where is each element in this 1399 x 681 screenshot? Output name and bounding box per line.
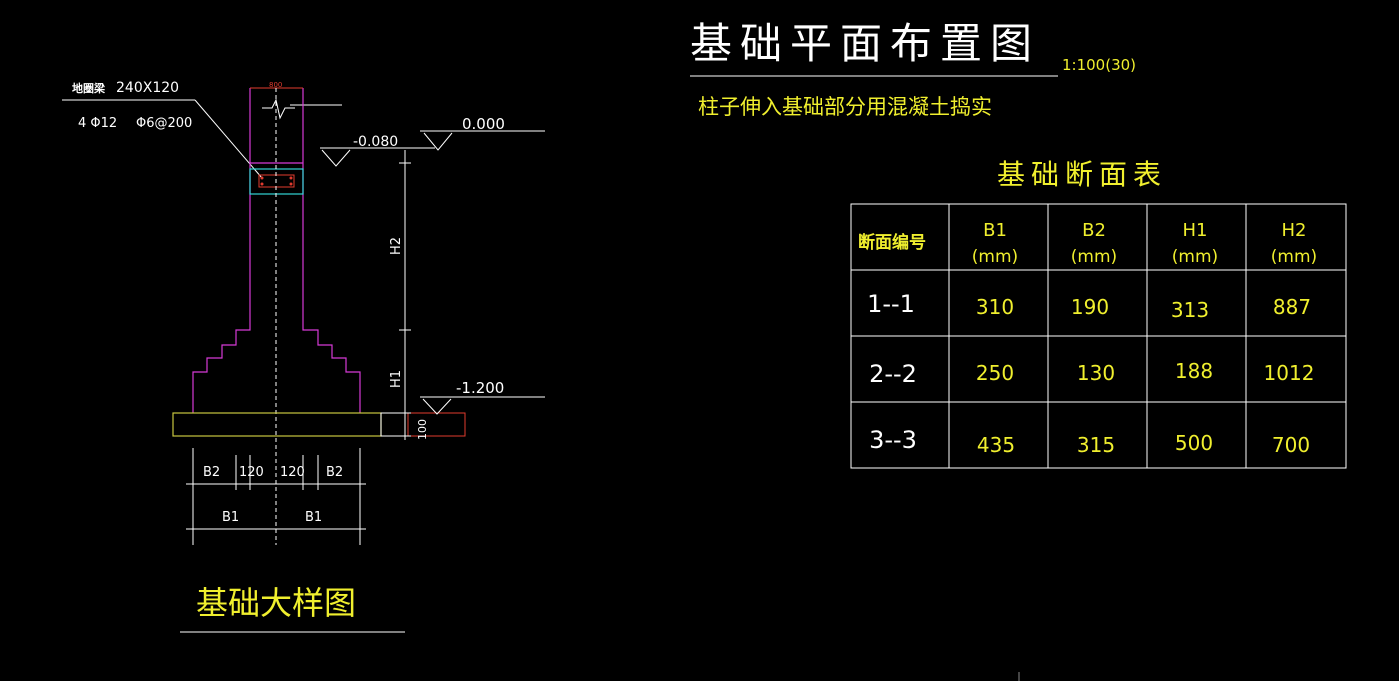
table-cell: 500 bbox=[1175, 431, 1213, 455]
header-h2: H2 bbox=[1282, 220, 1307, 241]
table-cell: 700 bbox=[1272, 433, 1310, 457]
wall-width-dim: 800 bbox=[269, 81, 282, 89]
table-cell: 1012 bbox=[1264, 361, 1315, 385]
elev-bottom: -1.200 bbox=[456, 379, 504, 397]
header-h2-unit: (mm) bbox=[1271, 247, 1317, 267]
table-cell: 190 bbox=[1071, 295, 1109, 319]
elev-top: 0.000 bbox=[462, 115, 505, 133]
table-cell: 3--3 bbox=[869, 426, 917, 454]
header-b2: B2 bbox=[1082, 220, 1106, 241]
plan-title: 基础平面布置图 bbox=[690, 19, 1040, 68]
vertical-dimensions bbox=[399, 150, 411, 440]
header-b2-unit: (mm) bbox=[1071, 247, 1117, 267]
table-cell: 188 bbox=[1175, 359, 1213, 383]
table-cell: 435 bbox=[977, 433, 1015, 457]
wall-outline bbox=[192, 88, 361, 413]
header-b1-unit: (mm) bbox=[972, 247, 1018, 267]
beam-size: 240X120 bbox=[116, 80, 179, 96]
horizontal-dimensions bbox=[186, 448, 366, 545]
table-cell: 310 bbox=[976, 295, 1014, 319]
dim-h1: H1 bbox=[389, 370, 404, 388]
stirrups: Φ6@200 bbox=[136, 116, 192, 131]
dim-b1-right: B1 bbox=[305, 510, 322, 525]
header-h1-unit: (mm) bbox=[1172, 247, 1218, 267]
table-cell: 315 bbox=[1077, 433, 1115, 457]
table-cell: 250 bbox=[976, 361, 1014, 385]
dim-b1-left: B1 bbox=[222, 510, 239, 525]
plan-scale: 1:100(30) bbox=[1062, 56, 1136, 74]
section-table: 基础断面表 断面编号 B1 (mm) B2 (mm) H1 (mm) H2 (m… bbox=[850, 158, 1347, 469]
table-cell: 2--2 bbox=[869, 360, 917, 388]
table-cell: 313 bbox=[1171, 298, 1209, 322]
dim-slab: 100 bbox=[416, 419, 429, 440]
plan-note: 柱子伸入基础部分用混凝土捣实 bbox=[698, 95, 992, 119]
dim-120-right: 120 bbox=[280, 465, 305, 480]
dim-120-left: 120 bbox=[239, 465, 264, 480]
header-h1: H1 bbox=[1183, 220, 1208, 241]
detail-title: 基础大样图 bbox=[196, 584, 356, 622]
foundation-detail: 地圈梁 240X120 4 Φ12 Φ6@200 800 bbox=[62, 80, 545, 633]
elevation-marks bbox=[320, 130, 545, 415]
base-slab bbox=[172, 412, 382, 437]
main-bars: 4 Φ12 bbox=[78, 116, 117, 131]
dim-h2: H2 bbox=[389, 237, 404, 255]
table-cell: 130 bbox=[1077, 361, 1115, 385]
dim-b2-right: B2 bbox=[326, 465, 343, 480]
header-b1: B1 bbox=[983, 220, 1007, 241]
header-section-no: 断面编号 bbox=[858, 232, 926, 253]
beam-label: 地圈梁 bbox=[72, 81, 106, 95]
table-title: 基础断面表 bbox=[997, 158, 1167, 191]
elev-beam: -0.080 bbox=[353, 134, 398, 150]
table-cell: 887 bbox=[1273, 295, 1311, 319]
table-cell: 1--1 bbox=[867, 290, 915, 318]
dim-b2-left: B2 bbox=[203, 465, 220, 480]
plan-header: 基础平面布置图 1:100(30) 柱子伸入基础部分用混凝土捣实 bbox=[690, 19, 1136, 119]
